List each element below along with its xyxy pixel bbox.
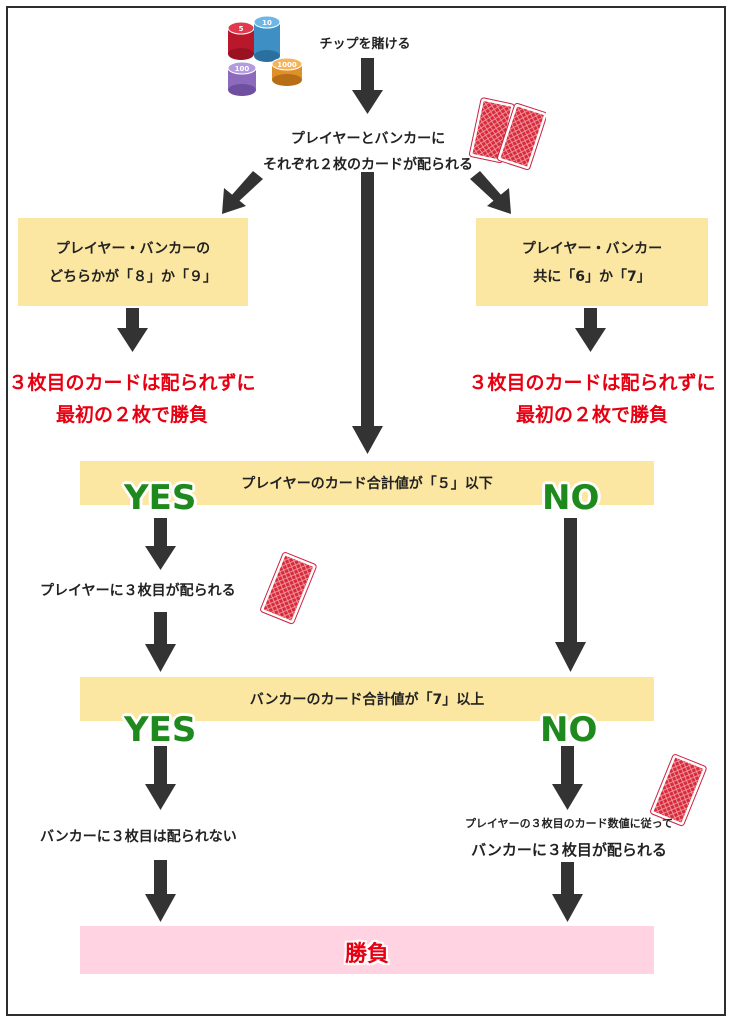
chip-label-5: 5 [239,25,244,33]
playing-card-back-icon [469,97,546,171]
natural-line2: どちらかが「８」か「９」 [49,269,217,285]
arrow-natural-to-result [117,308,148,352]
natural-8-9-box [18,218,248,306]
arrow-both67-to-result [575,308,606,352]
deal-step-line1: プレイヤーとバンカーに [290,131,446,147]
no-label-2: NO [540,710,598,750]
arrow-deal-to-natural [222,171,263,214]
yes-label-1: YES [124,478,197,518]
banker-no-third-step: バンカーに３枚目は配られない [40,829,237,845]
arrow-no-to-banker-third [552,746,583,810]
banker-third-step: バンカーに３枚目が配られる [471,841,667,859]
result-right-line2: 最初の２枚で勝負 [515,404,668,426]
final-label: 勝負 [344,942,389,967]
both67-line1: プレイヤー・バンカー [521,241,663,257]
arrow-deal-to-both67 [470,171,511,214]
chip-label-1000: 1000 [277,61,297,69]
result-right-line1: ３枚目のカードは配られずに [468,372,716,394]
both67-line2: 共に「6」か「7」 [533,269,651,285]
chip-label-10: 10 [262,19,272,27]
arrow-yes-to-player-third [145,518,176,570]
banker-check-label: バンカーのカード合計値が「7」以上 [249,692,485,708]
casino-chips-icon: 5 10 100 1000 [227,15,303,96]
deal-step-line2: それぞれ２枚のカードが配られる [263,157,473,173]
arrow-deal-to-player-check [352,172,383,454]
chip-label-100: 100 [235,65,250,73]
arrow-banker-no-third-to-final [145,860,176,922]
player-check-box [80,461,654,505]
playing-card-back-icon [650,754,707,827]
arrow-banker-third-to-final [552,862,583,922]
result-left-line1: ３枚目のカードは配られずに [8,372,256,394]
arrow-player-third-to-banker-check [145,612,176,672]
no-label-1: NO [542,478,600,518]
yes-label-2: YES [124,710,197,750]
bet-step: チップを賭ける [319,37,411,52]
player-third-step: プレイヤーに３枚目が配られる [40,583,236,599]
arrow-no-to-banker-check [555,518,586,672]
arrow-bet-to-deal [352,58,383,114]
player-check-label: プレイヤーのカード合計値が「５」以下 [241,476,493,492]
natural-line1: プレイヤー・バンカーの [55,241,211,257]
result-left-line2: 最初の２枚で勝負 [55,404,208,426]
arrow-yes-to-banker-no-third [145,746,176,810]
banker-check-box [80,677,654,721]
banker-rule-note: プレイヤーの３枚目のカード数値に従って [464,817,674,830]
final-box [80,926,654,974]
both-6-7-box [476,218,708,306]
playing-card-back-icon [260,552,317,625]
